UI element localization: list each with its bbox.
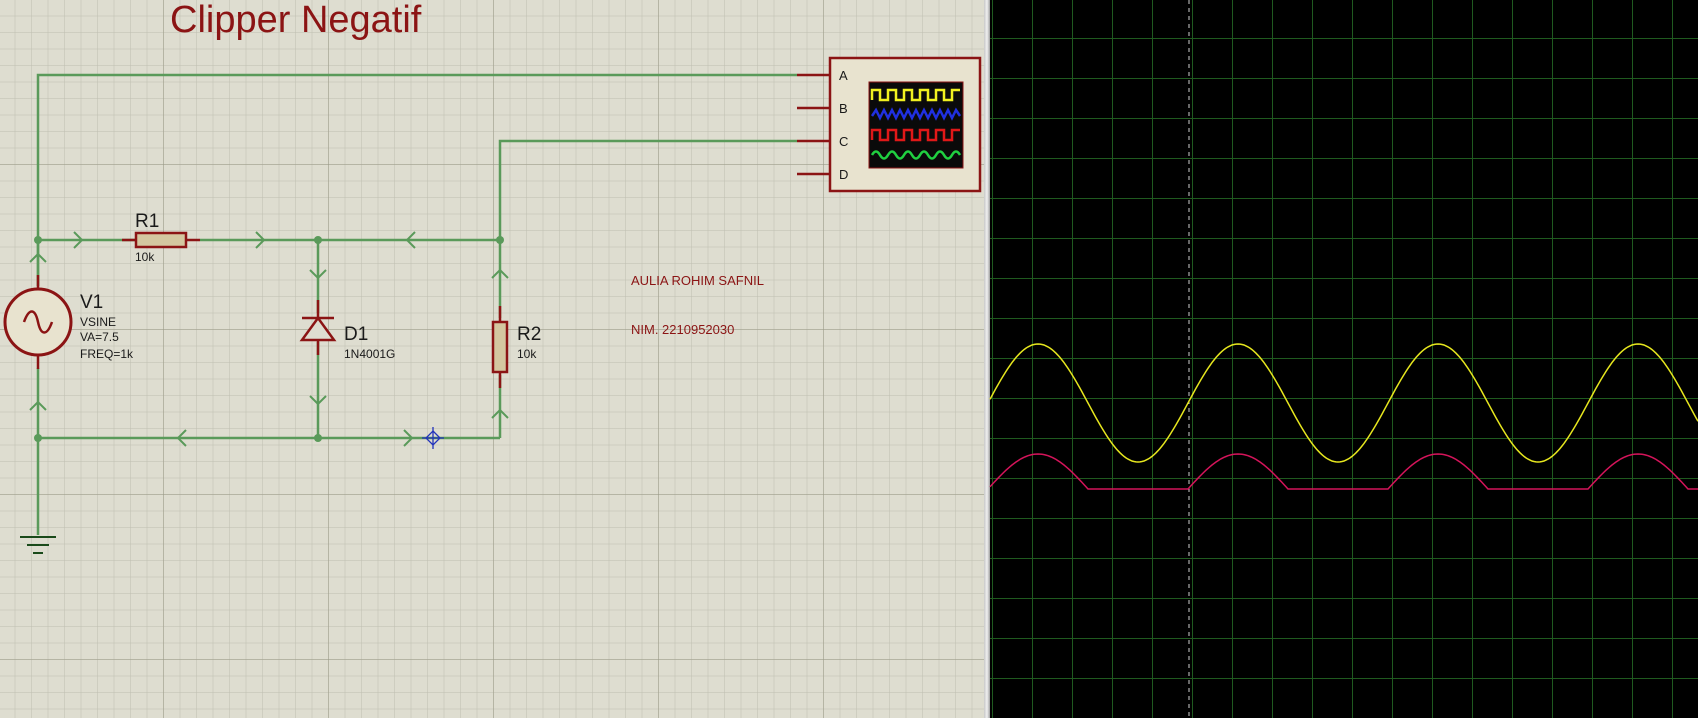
schematic-drawing: Clipper Negatif V1 VSINE VA=7.5 FREQ=1k … [3, 0, 982, 554]
junction-d1-bottom [314, 434, 322, 442]
current-arrows [29, 231, 509, 447]
oscilloscope-display[interactable] [989, 0, 1698, 718]
arrow-icon [73, 231, 84, 249]
resistor-r2[interactable] [491, 306, 509, 388]
scope-channel-d-label: D [839, 167, 848, 182]
arrow-icon [255, 231, 266, 249]
junction-r2-top [496, 236, 504, 244]
junction-v1-top [34, 236, 42, 244]
oscilloscope-traces [989, 0, 1698, 718]
scope-screen-icon [868, 81, 964, 169]
r1-name-label: R1 [135, 211, 159, 232]
trace-channel-a [989, 343, 1698, 463]
page-title: Clipper Negatif [170, 0, 422, 41]
scope-channel-b-label: B [839, 101, 848, 116]
arrow-icon [176, 429, 187, 447]
v1-name-label: V1 [80, 292, 103, 313]
v1-type-label: VSINE [80, 315, 116, 329]
scope-channel-c-label: C [839, 134, 848, 149]
author-nim-label: NIM. 2210952030 [631, 322, 734, 337]
ground-icon[interactable] [20, 536, 56, 554]
resistor-r1[interactable] [122, 231, 200, 249]
panel-splitter[interactable] [984, 0, 990, 718]
wire-to-scope-a[interactable] [36, 73, 797, 286]
d1-name-label: D1 [344, 324, 368, 345]
arrow-icon [491, 268, 509, 279]
sine-wave-icon [22, 310, 54, 334]
r2-name-label: R2 [517, 324, 541, 345]
junction-dots [34, 236, 504, 442]
schematic-canvas[interactable]: Clipper Negatif V1 VSINE VA=7.5 FREQ=1k … [0, 0, 984, 718]
source-v1[interactable] [3, 275, 73, 369]
scope-channel-a-label: A [839, 68, 848, 83]
arrow-icon [309, 395, 327, 406]
probe-cursor-icon [422, 427, 444, 449]
v1-amplitude-label: VA=7.5 [80, 330, 119, 344]
r2-value-label: 10k [517, 347, 537, 361]
arrow-icon [29, 252, 47, 263]
junction-v1-bottom [34, 434, 42, 442]
arrow-icon [405, 231, 416, 249]
r1-value-label: 10k [135, 250, 155, 264]
oscilloscope-instrument[interactable] [797, 56, 982, 193]
arrow-icon [491, 408, 509, 419]
junction-d1-top [314, 236, 322, 244]
v1-frequency-label: FREQ=1k [80, 347, 134, 361]
author-name-label: AULIA ROHIM SAFNIL [631, 273, 764, 288]
arrow-icon [403, 429, 414, 447]
d1-value-label: 1N4001G [344, 347, 395, 361]
arrow-icon [29, 400, 47, 411]
wire-to-scope-c[interactable] [498, 139, 797, 240]
circuit-wires [36, 73, 797, 535]
arrow-icon [309, 269, 327, 280]
diode-d1[interactable] [299, 300, 337, 355]
trace-channel-c [989, 453, 1698, 490]
